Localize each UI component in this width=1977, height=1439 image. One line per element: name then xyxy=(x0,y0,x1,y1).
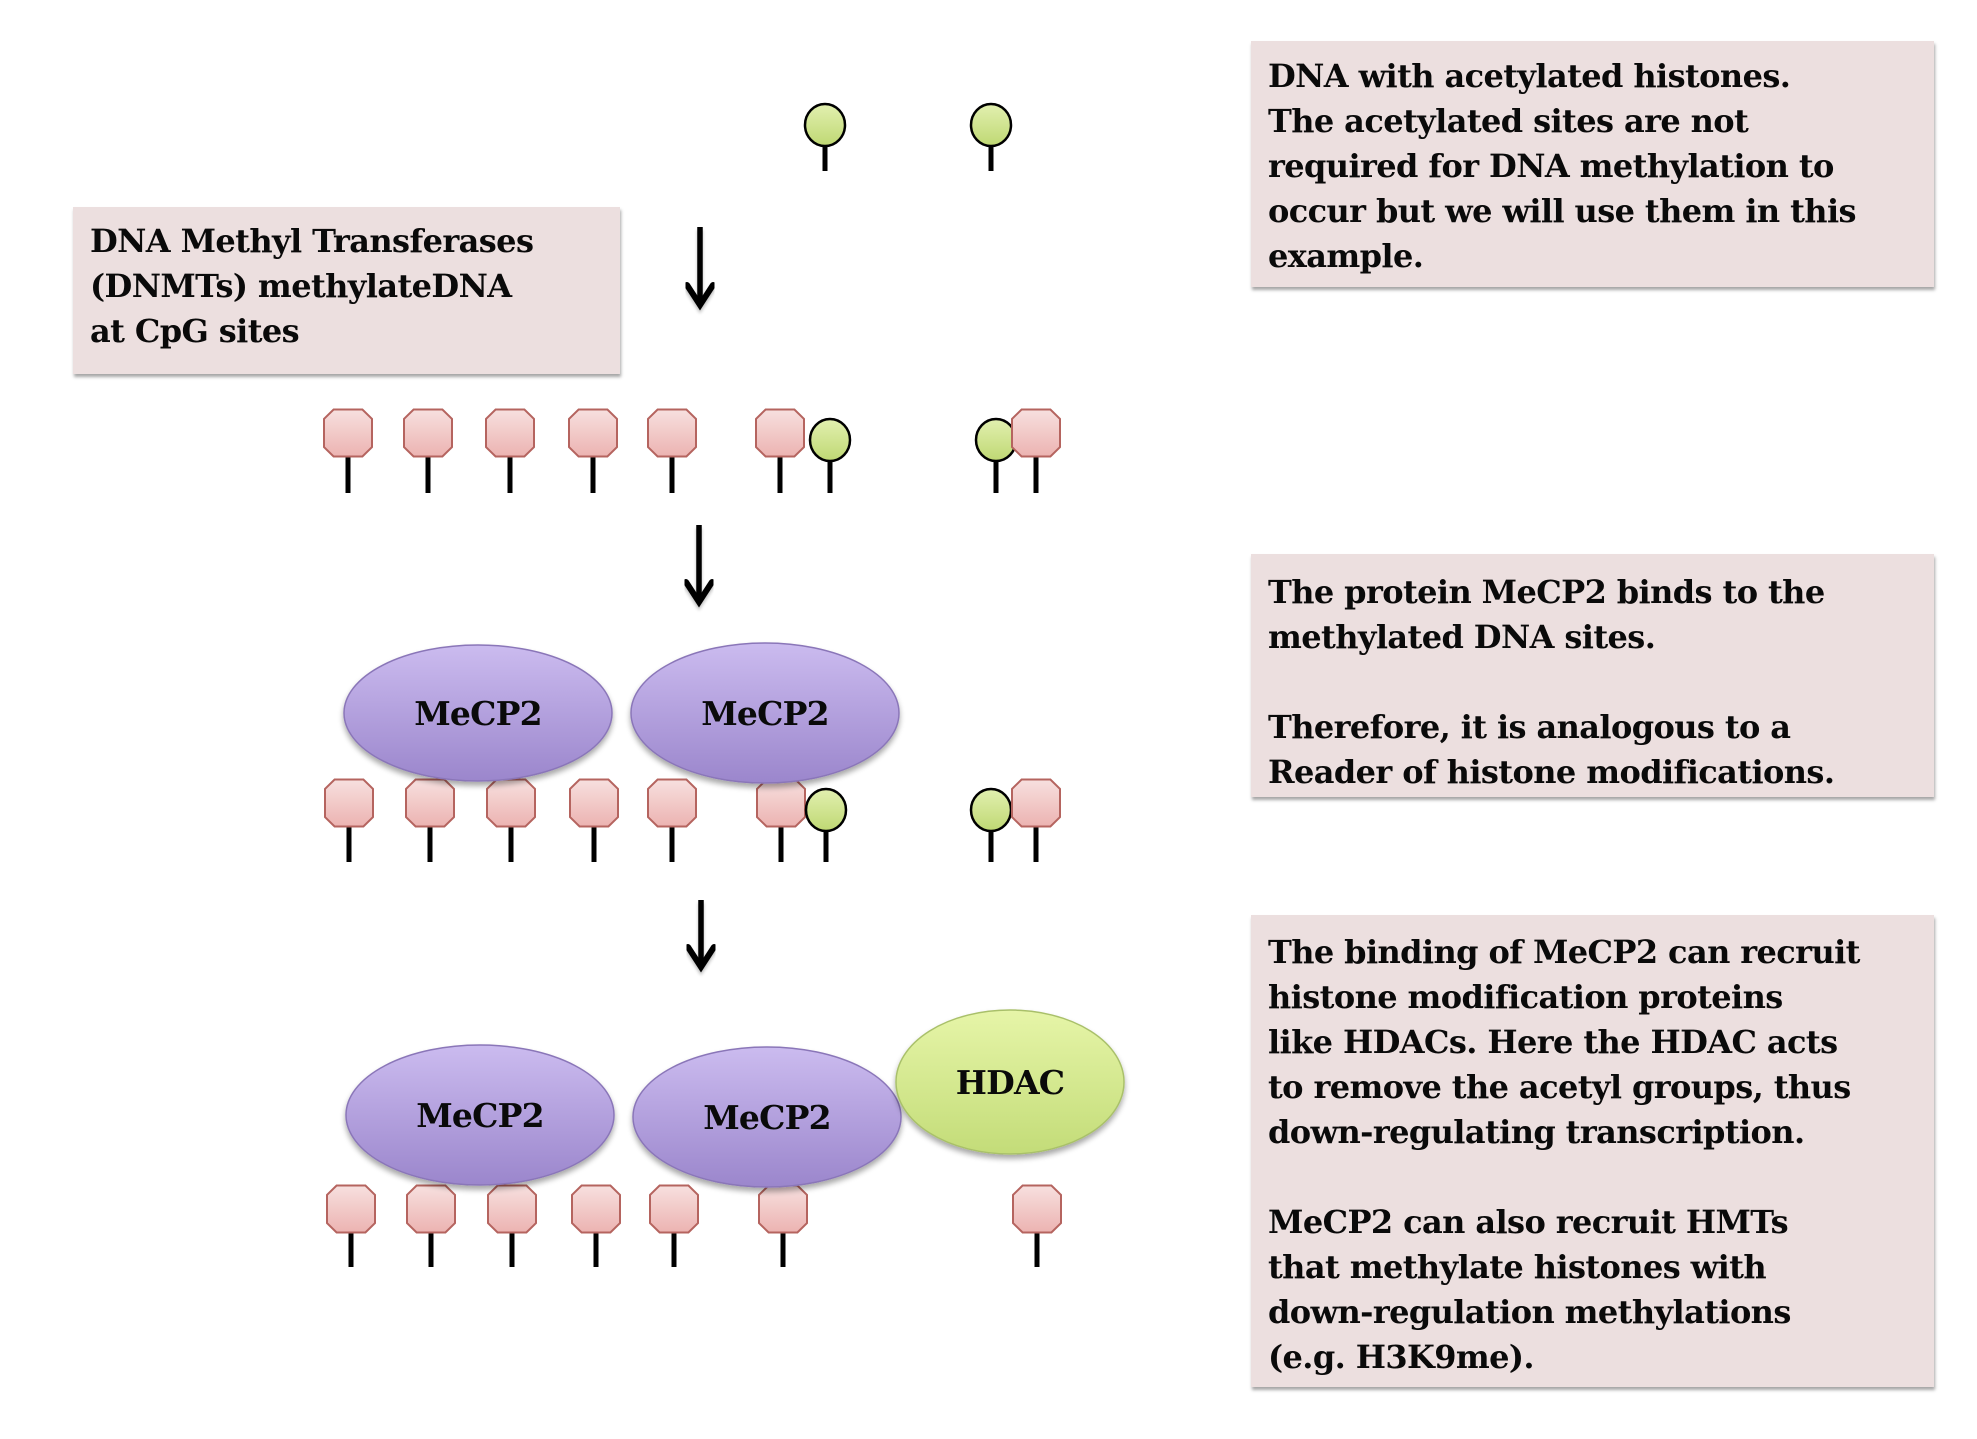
down-arrow-icon xyxy=(685,900,717,973)
note-paragraph: MeCP2 can also recruit HMTs that methyla… xyxy=(1268,1203,1791,1376)
arrows-layer xyxy=(683,227,717,973)
hdac-protein: HDAC xyxy=(895,1009,1125,1155)
acetyl-mark-icon xyxy=(803,102,847,148)
methyl-mark-icon xyxy=(403,408,453,458)
mecp2-label: MeCP2 xyxy=(703,1098,831,1137)
mark-heads xyxy=(323,408,1061,463)
note-acetylated-histones: DNA with acetylated histones. The acetyl… xyxy=(1251,41,1934,287)
mecp2-shape xyxy=(343,644,613,782)
acetyl-mark-icon xyxy=(969,102,1013,148)
mark-heads xyxy=(324,778,1061,833)
stage-acetylated-dna xyxy=(168,102,1230,175)
hdac-label: HDAC xyxy=(956,1063,1064,1102)
methyl-mark-icon xyxy=(485,408,535,458)
mecp2-label: MeCP2 xyxy=(701,694,829,733)
methyl-mark-icon xyxy=(756,778,806,828)
mark-heads xyxy=(803,102,1013,148)
methyl-mark-icon xyxy=(323,408,373,458)
note-paragraph: DNA Methyl Transferases (DNMTs) methylat… xyxy=(90,222,534,350)
methyl-mark-icon xyxy=(406,1184,456,1234)
note-paragraph: Therefore, it is analogous to a Reader o… xyxy=(1268,708,1835,791)
hdac-shape xyxy=(895,1009,1125,1155)
proteins: MeCP2 MeCP2 HDAC xyxy=(345,1009,1125,1188)
note-mecp2-reader: The protein MeCP2 binds to the methylate… xyxy=(1251,554,1934,797)
mecp2-shape xyxy=(630,642,900,784)
note-paragraph: DNA with acetylated histones. The acetyl… xyxy=(1268,57,1857,275)
stage-hdac-recruited-dna: MeCP2 MeCP2 HDAC xyxy=(170,1009,1232,1271)
note-paragraph: The binding of MeCP2 can recruit histone… xyxy=(1268,933,1860,1151)
down-arrow-icon xyxy=(683,525,715,608)
methyl-mark-icon xyxy=(326,1184,376,1234)
note-paragraph: The protein MeCP2 binds to the methylate… xyxy=(1268,573,1825,656)
methyl-mark-icon xyxy=(758,1184,808,1234)
methyl-mark-icon xyxy=(1011,408,1061,458)
mecp2-label: MeCP2 xyxy=(414,694,542,733)
methyl-mark-icon xyxy=(324,778,374,828)
acetyl-mark-icon xyxy=(804,787,848,833)
acetyl-mark-icon xyxy=(808,417,852,463)
stage-methylated-dna xyxy=(168,408,1230,497)
mecp2-protein: MeCP2 xyxy=(632,1046,902,1188)
methyl-mark-icon xyxy=(568,408,618,458)
mecp2-protein: MeCP2 xyxy=(343,644,613,782)
methyl-mark-icon xyxy=(649,1184,699,1234)
methyl-mark-icon xyxy=(487,1184,537,1234)
mecp2-label: MeCP2 xyxy=(416,1096,544,1135)
down-arrow-icon xyxy=(684,227,716,311)
methyl-mark-icon xyxy=(1011,778,1061,828)
mecp2-protein: MeCP2 xyxy=(630,642,900,784)
stems xyxy=(822,125,994,171)
methyl-mark-icon xyxy=(486,778,536,828)
acetyl-mark-icon xyxy=(969,787,1013,833)
methyl-mark-icon xyxy=(571,1184,621,1234)
acetyl-mark-icon xyxy=(974,417,1018,463)
methyl-mark-icon xyxy=(755,408,805,458)
methyl-mark-icon xyxy=(405,778,455,828)
mecp2-shape xyxy=(632,1046,902,1188)
methyl-mark-icon xyxy=(569,778,619,828)
methyl-mark-icon xyxy=(647,408,697,458)
mecp2-protein: MeCP2 xyxy=(345,1044,615,1186)
arrow-head xyxy=(684,282,716,311)
arrow-head xyxy=(685,944,717,973)
methyl-mark-icon xyxy=(1012,1184,1062,1234)
mark-heads xyxy=(326,1184,1062,1234)
stage-mecp2-bound-dna: MeCP2 MeCP2 xyxy=(168,642,1230,866)
note-dnmt-methylation: DNA Methyl Transferases (DNMTs) methylat… xyxy=(73,207,620,374)
arrow-head xyxy=(683,579,715,608)
proteins: MeCP2 MeCP2 xyxy=(343,642,900,784)
note-hdac-recruitment: The binding of MeCP2 can recruit histone… xyxy=(1251,915,1934,1387)
methyl-mark-icon xyxy=(647,778,697,828)
mecp2-shape xyxy=(345,1044,615,1186)
